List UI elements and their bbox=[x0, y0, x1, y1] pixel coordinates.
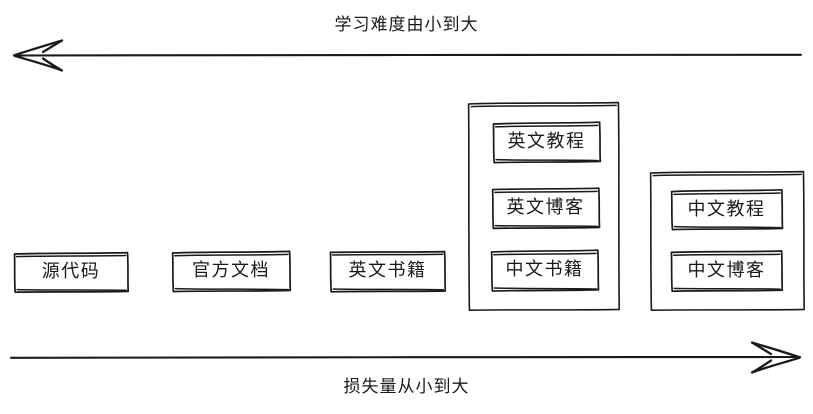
node-chinese-tutorials[interactable] bbox=[671, 189, 783, 230]
bottom-axis-label: 损失量从小到大 bbox=[343, 377, 470, 397]
node-label-english-tutorials: 英文教程 bbox=[507, 131, 586, 152]
bottom-arrow-right-icon bbox=[9, 341, 802, 374]
node-label-english-books: 英文书籍 bbox=[348, 260, 427, 281]
node-label-chinese-books: 中文书籍 bbox=[505, 259, 584, 280]
node-chinese-books[interactable] bbox=[491, 250, 599, 291]
node-english-tutorials[interactable] bbox=[493, 122, 601, 163]
node-label-official-docs: 官方文档 bbox=[192, 260, 270, 281]
node-label-english-blogs: 英文博客 bbox=[506, 197, 585, 218]
node-english-blogs[interactable] bbox=[492, 188, 600, 229]
node-official-docs[interactable] bbox=[172, 251, 291, 292]
top-axis-label: 学习难度由小到大 bbox=[334, 15, 479, 35]
top-arrow-left-icon bbox=[12, 39, 803, 72]
node-english-books[interactable] bbox=[330, 251, 446, 292]
node-source-code[interactable] bbox=[14, 252, 129, 293]
node-label-chinese-tutorials: 中文教程 bbox=[687, 199, 766, 220]
node-label-source-code: 源代码 bbox=[41, 261, 101, 282]
node-chinese-blogs[interactable] bbox=[671, 251, 783, 292]
node-label-chinese-blogs: 中文博客 bbox=[687, 260, 766, 281]
